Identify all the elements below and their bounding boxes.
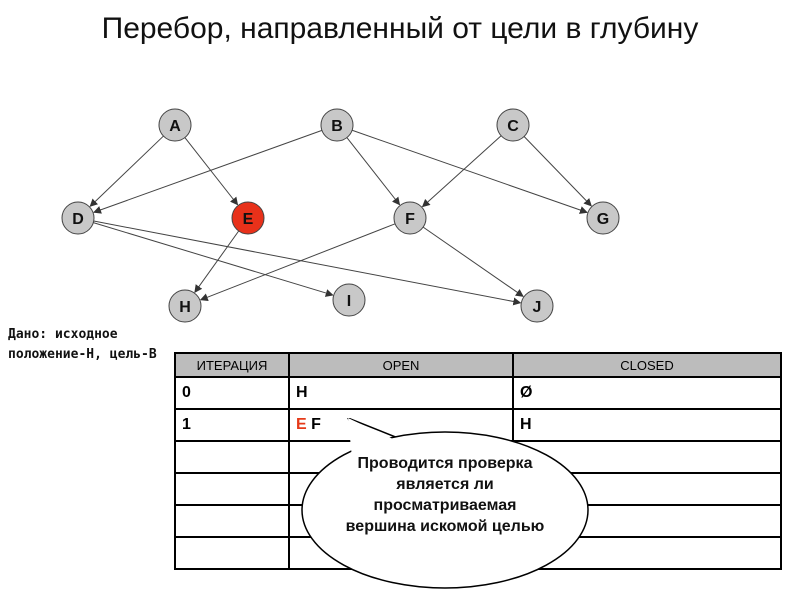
node-label-E: E (243, 211, 254, 228)
table-header-row: ИТЕРАЦИЯ OPEN CLOSED (174, 352, 782, 378)
node-H: H (168, 289, 202, 323)
node-label-D: D (72, 211, 84, 228)
node-circle-B (320, 108, 354, 142)
node-A: A (158, 108, 192, 142)
graph-edges (89, 129, 592, 306)
page-title: Перебор, направленный от цели в глубину (101, 12, 699, 45)
edge-B-G (351, 129, 588, 214)
header-iteration: ИТЕРАЦИЯ (174, 352, 290, 378)
node-circle-E (231, 201, 265, 235)
edge-C-G (523, 136, 592, 207)
node-circle-H (168, 289, 202, 323)
node-label-C: C (507, 118, 519, 135)
cell-open: H (288, 376, 514, 410)
header-open: OPEN (288, 352, 514, 378)
node-circle-F (393, 201, 427, 235)
edge-E-H (194, 230, 240, 293)
node-circle-I (332, 283, 366, 317)
node-G: G (586, 201, 620, 235)
cell-iteration: 0 (174, 376, 290, 410)
edge-D-I (93, 222, 334, 297)
edge-F-H (199, 223, 396, 301)
edge-A-D (89, 135, 164, 207)
node-label-J: J (533, 299, 542, 316)
table-row: 0 H Ø (174, 376, 782, 410)
node-circle-D (61, 201, 95, 235)
node-label-B: B (331, 118, 343, 135)
edge-C-F (421, 135, 502, 208)
open-first: E (296, 416, 307, 433)
table-row: 1 E F H (174, 408, 782, 442)
cell-closed: Ø (512, 376, 782, 410)
cell-iteration (174, 536, 290, 570)
node-I: I (332, 283, 366, 317)
edge-B-F (346, 137, 401, 206)
edge-D-J (93, 220, 522, 306)
edge-F-J (422, 226, 524, 297)
node-label-A: A (169, 118, 181, 135)
speech-bubble (301, 418, 589, 589)
node-circle-G (586, 201, 620, 235)
node-C: C (496, 108, 530, 142)
open-rest: H (296, 384, 308, 401)
header-closed: CLOSED (512, 352, 782, 378)
node-F: F (393, 201, 427, 235)
cell-iteration: 1 (174, 408, 290, 442)
cell-closed: H (512, 408, 782, 442)
node-circle-J (520, 289, 554, 323)
cell-iteration (174, 440, 290, 474)
node-D: D (61, 201, 95, 235)
cell-iteration (174, 472, 290, 506)
callout-text: Проводится проверка является ли просматр… (345, 455, 545, 535)
node-label-F: F (405, 211, 415, 228)
edge-B-D (93, 129, 323, 214)
edge-A-E (184, 137, 239, 206)
given-text: Дано: исходное положение-H, цель-B (8, 327, 157, 362)
cell-iteration (174, 504, 290, 538)
node-label-I: I (347, 293, 351, 310)
graph-nodes: A B C D E F G H I J (61, 108, 620, 323)
node-E: E (231, 201, 265, 235)
node-circle-C (496, 108, 530, 142)
node-B: B (320, 108, 354, 142)
node-label-H: H (179, 299, 191, 316)
node-label-G: G (597, 211, 609, 228)
open-rest: F (306, 416, 321, 433)
node-circle-A (158, 108, 192, 142)
node-J: J (520, 289, 554, 323)
